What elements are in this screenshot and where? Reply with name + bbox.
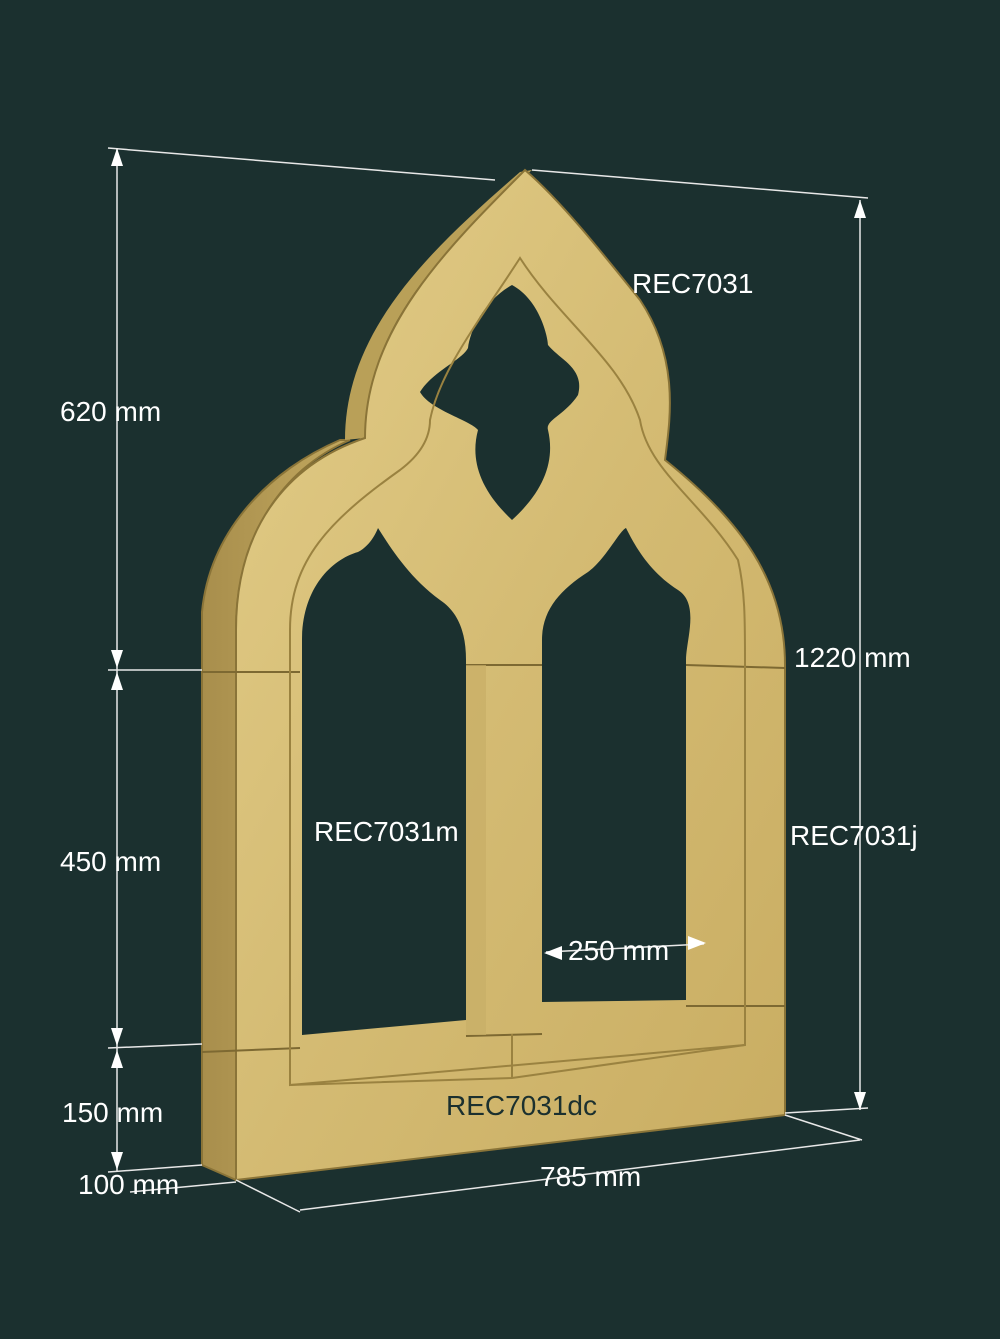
inner-chamfer (289, 256, 746, 1087)
part-label-head: REC7031 (632, 268, 754, 299)
dim-label-150: 150 mm (62, 1097, 164, 1128)
window-front-face (235, 168, 786, 1182)
dim-label-620: 620 mm (60, 396, 162, 427)
ext-line-width-left (235, 1179, 301, 1213)
dim-line-light-width (545, 943, 705, 953)
arrow-450-down (111, 1028, 123, 1046)
ext-line-sill-left (107, 1043, 203, 1049)
arrow-1220-up (854, 200, 866, 218)
arrow-620-down (111, 650, 123, 668)
part-label-sill: REC7031dc (446, 1090, 597, 1121)
dim-label-785: 785 mm (540, 1161, 642, 1192)
dim-label-100: 100 mm (78, 1169, 180, 1200)
dim-line-depth (129, 1181, 237, 1193)
ext-line-base-right (784, 1107, 869, 1114)
dim-label-250: 250 mm (568, 935, 670, 966)
arrow-top-up (111, 148, 123, 166)
dim-label-450: 450 mm (60, 846, 162, 877)
ext-line-top-left (107, 147, 496, 181)
dim-line-width (299, 1139, 861, 1211)
part-label-mullion: REC7031m (314, 816, 459, 847)
gothic-window-stone (201, 168, 786, 1182)
arrow-150-down (111, 1152, 123, 1170)
arrow-250-right (688, 936, 706, 950)
ext-line-base-left (107, 1164, 203, 1173)
part-label-jamb: REC7031j (790, 820, 918, 851)
dimension-arrows (111, 148, 866, 1170)
arrow-150-up (111, 1050, 123, 1068)
course-line-sill (201, 1005, 785, 1053)
sill-recess (289, 1034, 746, 1086)
window-top-depth (345, 170, 532, 440)
ext-line-top-right (531, 169, 869, 199)
arrow-250-left (544, 946, 562, 960)
ext-line-width-right (784, 1114, 863, 1141)
dim-label-1220: 1220 mm (794, 642, 911, 673)
mullion-shade (466, 665, 486, 1035)
dimension-lines (107, 147, 869, 1213)
arrow-1220-down (854, 1092, 866, 1110)
arrow-450-up (111, 672, 123, 690)
